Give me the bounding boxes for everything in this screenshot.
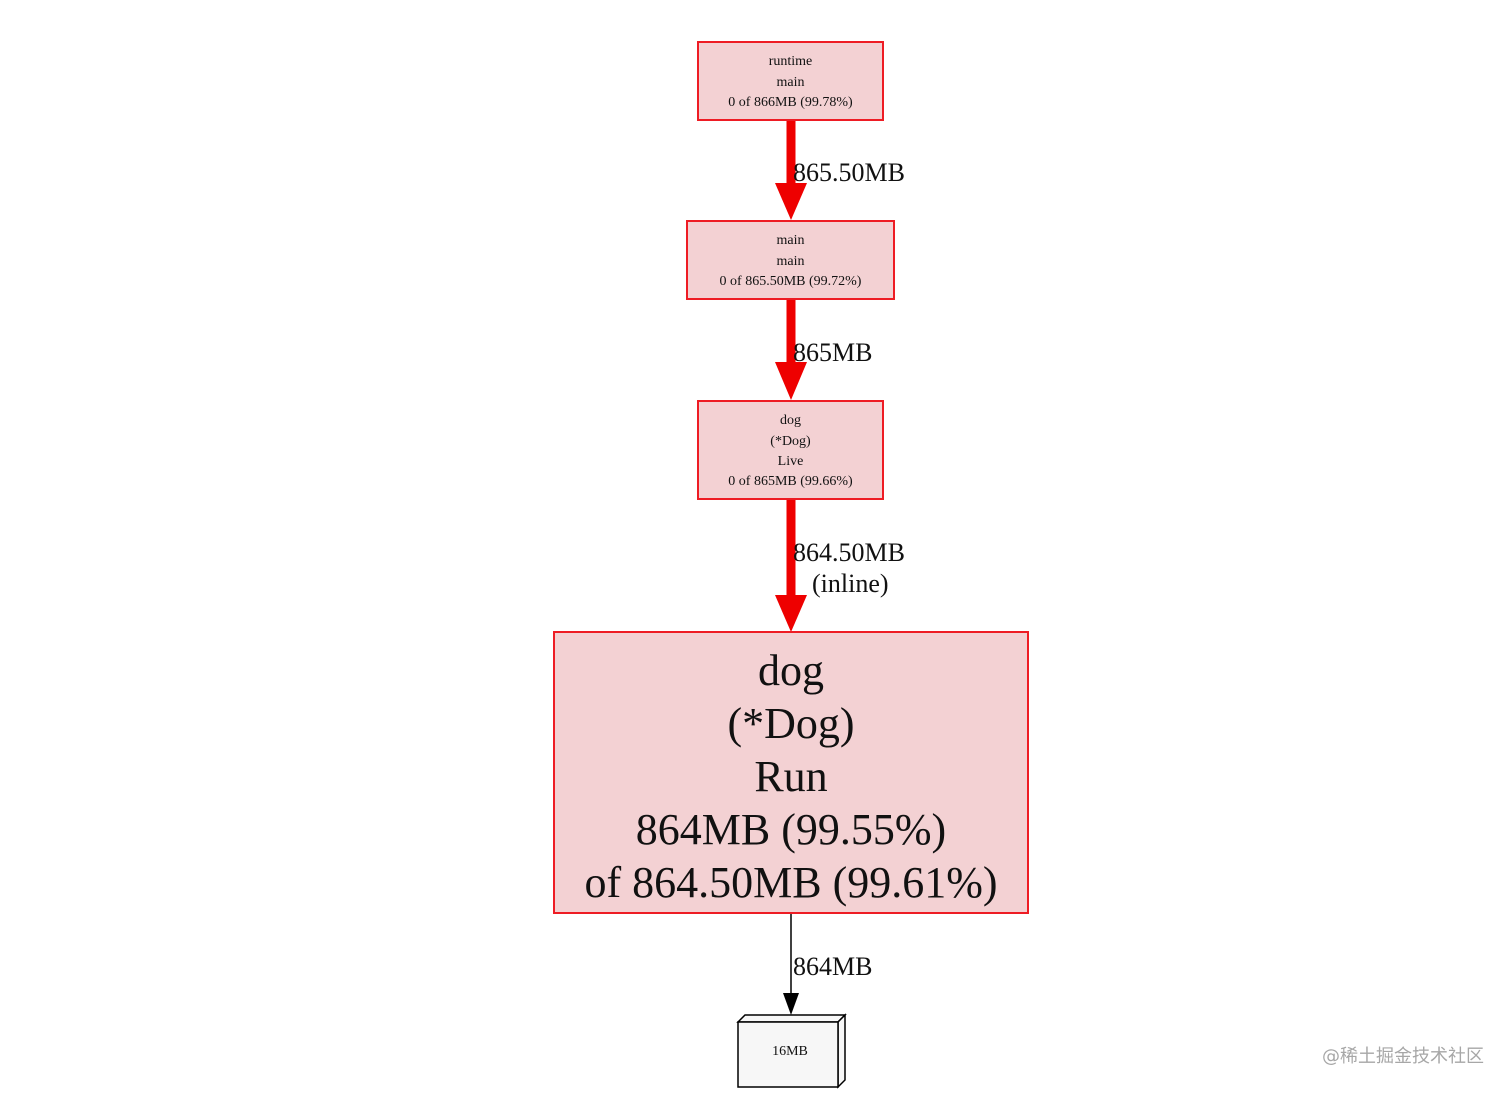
node-label-package: dog bbox=[780, 413, 801, 428]
node-box bbox=[698, 401, 883, 499]
node-label-function: main bbox=[777, 254, 805, 269]
node-label-size: 16MB bbox=[772, 1044, 808, 1059]
arrow-head bbox=[775, 595, 807, 632]
arrow-head bbox=[783, 993, 799, 1015]
node-label-type: (*Dog) bbox=[770, 434, 811, 449]
node-label-type: (*Dog) bbox=[727, 699, 854, 748]
node-label-package: dog bbox=[758, 646, 824, 695]
node-border bbox=[697, 41, 884, 121]
node-border bbox=[553, 631, 1029, 914]
arrow-head bbox=[775, 183, 807, 220]
node-label-function: Live bbox=[778, 454, 804, 469]
node-box bbox=[554, 632, 1028, 913]
edge-runtime-main-to-main-main: 865.50MB bbox=[775, 120, 905, 220]
node-alloc-16mb[interactable]: 16MB bbox=[736, 1013, 847, 1089]
node-label-function: main bbox=[777, 75, 805, 90]
box-side-face bbox=[837, 1013, 846, 1089]
box-front-face bbox=[737, 1021, 839, 1088]
node-border bbox=[686, 220, 895, 300]
edge-label: 865MB bbox=[793, 338, 872, 367]
node-runtime-main[interactable]: runtime main 0 of 866MB (99.78%) bbox=[697, 41, 884, 121]
node-dog-run[interactable]: dog (*Dog) Run 864MB (99.55%) of 864.50M… bbox=[553, 631, 1029, 914]
node-main-main[interactable]: main main 0 of 865.50MB (99.72%) bbox=[686, 220, 895, 300]
node-border bbox=[697, 400, 884, 500]
node-label-package: runtime bbox=[769, 54, 813, 69]
edge-main-main-to-dog-live: 865MB bbox=[775, 299, 872, 400]
box-top-face bbox=[736, 1014, 847, 1023]
arrow-head bbox=[775, 362, 807, 400]
watermark-text: @稀土掘金技术社区 bbox=[1322, 1046, 1484, 1067]
node-label-package: main bbox=[777, 233, 805, 248]
node-label-stats: 0 of 865.50MB (99.72%) bbox=[720, 274, 862, 289]
node-label-function: Run bbox=[754, 752, 827, 801]
node-label-stats: 0 of 866MB (99.78%) bbox=[728, 95, 853, 110]
node-box bbox=[698, 42, 883, 120]
edge-label-line-2: (inline) bbox=[812, 569, 889, 598]
edge-dog-live-to-dog-run: 864.50MB (inline) bbox=[775, 499, 905, 632]
node-label-flat-stats: 864MB (99.55%) bbox=[636, 805, 946, 854]
node-box bbox=[687, 221, 894, 299]
node-label-cum-stats: of 864.50MB (99.61%) bbox=[584, 858, 997, 907]
edge-label: 865.50MB bbox=[793, 158, 905, 187]
node-dog-live[interactable]: dog (*Dog) Live 0 of 865MB (99.66%) bbox=[697, 400, 884, 500]
edge-label-line-1: 864.50MB bbox=[793, 538, 905, 567]
node-label-stats: 0 of 865MB (99.66%) bbox=[728, 474, 853, 489]
edge-label: 864MB bbox=[793, 952, 872, 981]
edge-dog-run-to-16mb: 864MB bbox=[783, 913, 872, 1015]
